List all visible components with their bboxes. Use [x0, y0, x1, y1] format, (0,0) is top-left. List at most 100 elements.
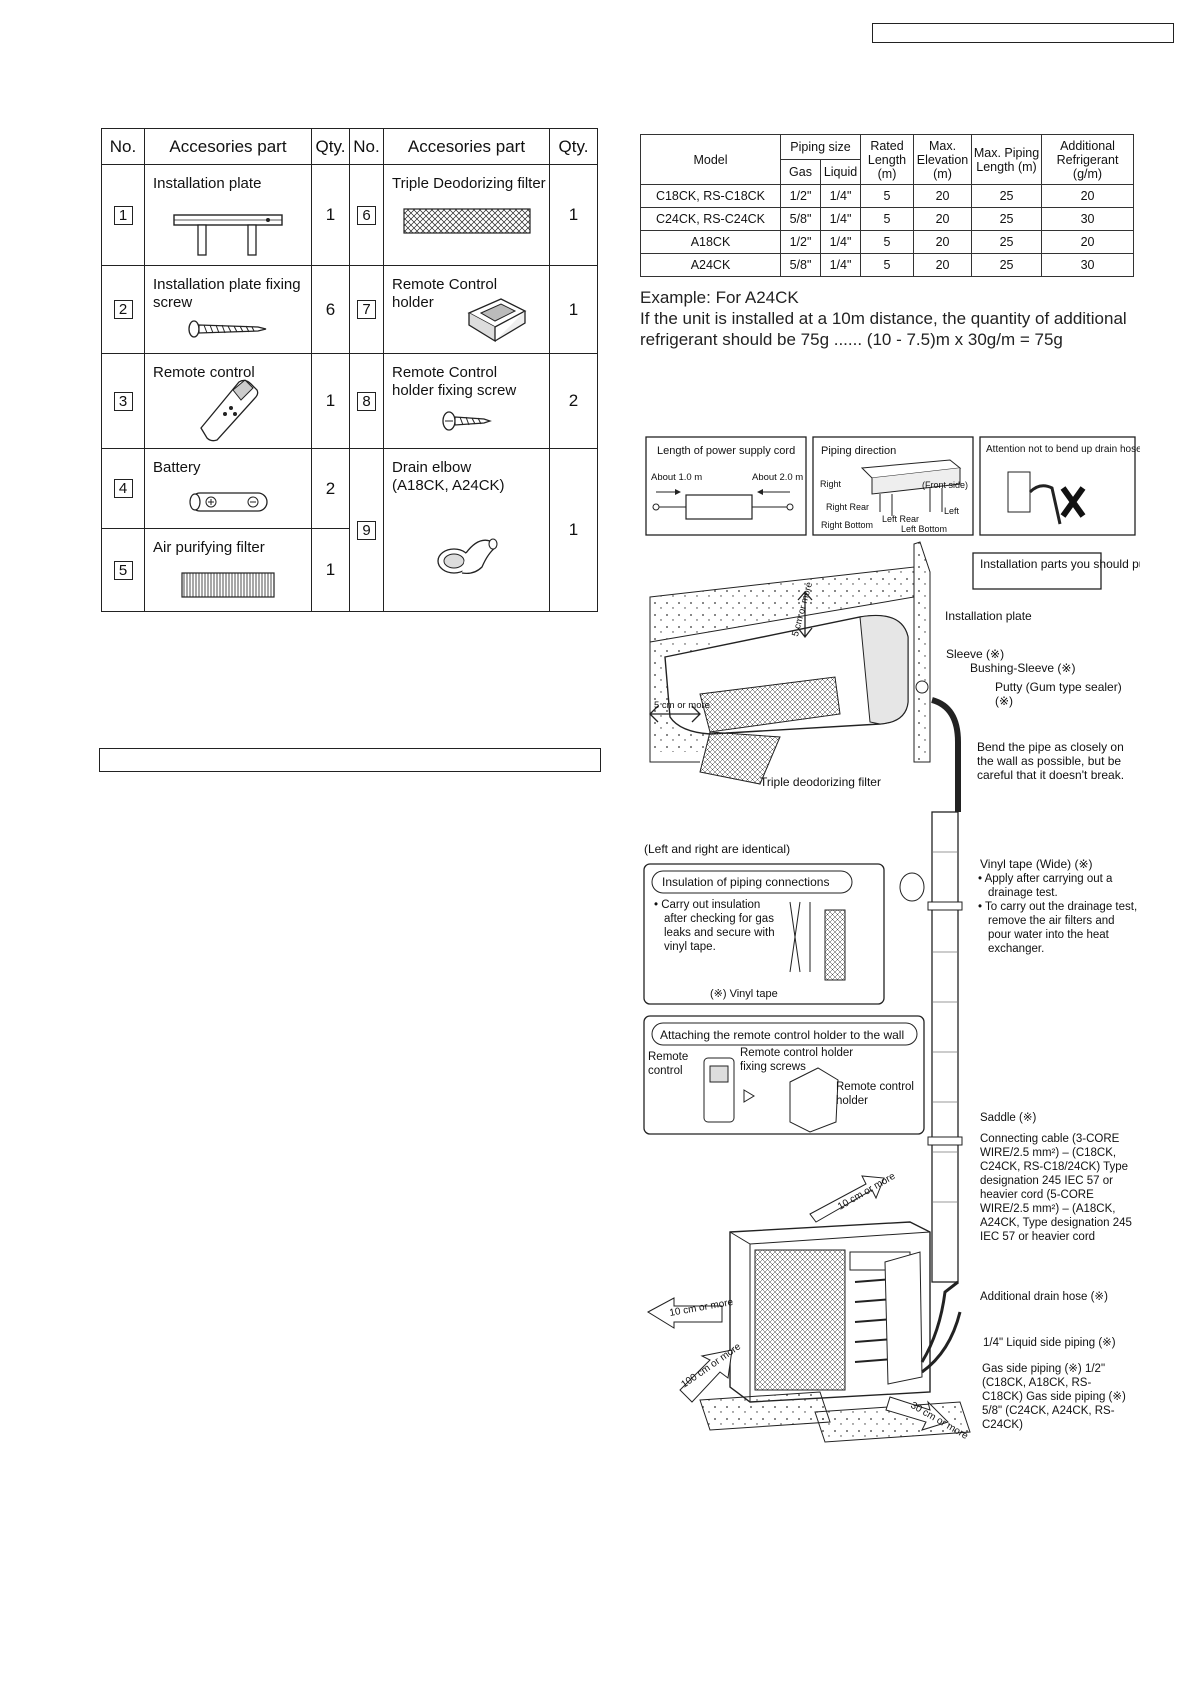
model-cell: C18CK, RS-C18CK: [640, 184, 781, 208]
value-cell: 1/4": [819, 253, 862, 277]
remote-holder-icon: [467, 298, 527, 343]
value-cell: 1/2": [780, 184, 821, 208]
vertical-pipe: [899, 697, 963, 1283]
clearance-arrow-top: 10 cm or more: [809, 1171, 898, 1223]
col-max-piping-length: Max. Piping Length (m): [971, 134, 1043, 185]
piping-direction-box: Piping direction Right (Front side) Righ…: [812, 436, 974, 536]
value-cell: 1/2": [780, 230, 821, 254]
drain-elbow-icon: [436, 538, 498, 575]
accessories-table: No. Accesories part Qty. No. Accesories …: [101, 128, 598, 612]
table-row: 1 Installation plate 1 6 Triple Deodoriz…: [101, 164, 598, 266]
value-cell: 25: [971, 207, 1043, 231]
table-row: 5 Air purifying filter 1: [101, 528, 598, 612]
example-line: If the unit is installed at a 10m distan…: [640, 309, 1127, 328]
liquid-piping-label: 1/4" Liquid side piping (※): [983, 1337, 1116, 1349]
accessories-header-row: No. Accesories part Qty. No. Accesories …: [101, 128, 598, 165]
value-cell: 1/4": [819, 230, 862, 254]
item-part: Remote Control holder: [383, 265, 550, 354]
right-bottom-label: Right Bottom: [821, 520, 873, 530]
value-cell: 5/8": [780, 207, 821, 231]
vinyl-tape-wide-label: Vinyl tape (Wide) (※): [980, 857, 1093, 871]
small-screw-icon: [441, 411, 492, 431]
battery-icon: [189, 492, 268, 512]
item-qty: 6: [311, 265, 350, 354]
left-rear-label: Left Rear: [882, 514, 919, 524]
header-box: [872, 23, 1174, 43]
model-cell: C24CK, RS-C24CK: [640, 207, 781, 231]
attention-label: Attention not to bend up drain hose: [986, 444, 1140, 455]
value-cell: 1/4": [819, 184, 862, 208]
col-qty: Qty.: [549, 128, 598, 165]
item-part: Drain elbow (A18CK, A24CK): [383, 448, 550, 612]
col-piping-size: Piping size: [779, 134, 862, 160]
installation-plate-icon: [173, 214, 283, 256]
col-no: No.: [349, 128, 384, 165]
purchase-label: Installation parts you should purchase (…: [980, 557, 1140, 571]
additional-drain-label: Additional drain hose (※): [980, 1291, 1108, 1303]
about-1m-label: About 1.0 m: [651, 472, 702, 483]
item-qty: 1: [311, 353, 350, 449]
item-part: Triple Deodorizing filter: [383, 164, 550, 266]
item-qty: 1: [549, 265, 598, 354]
col-part: Accesories part: [144, 128, 312, 165]
item-part: Battery: [144, 448, 312, 529]
col-liquid: Liquid: [819, 159, 862, 185]
item-qty: 1: [311, 164, 350, 266]
col-qty: Qty.: [311, 128, 350, 165]
saddle-label: Saddle (※): [980, 1112, 1036, 1124]
col-gas: Gas: [780, 159, 821, 185]
item-number: 4: [101, 448, 145, 529]
screw-icon: [188, 320, 267, 338]
table-row: 2 Installation plate fixing screw 6 7 Re…: [101, 265, 598, 354]
example-text: Example: For A24CK If the unit is instal…: [640, 287, 1127, 350]
col-rated-length: Rated Length (m): [860, 134, 915, 185]
model-cell: A24CK: [640, 253, 781, 277]
item-number: 7: [349, 265, 384, 354]
insulation-box: (Left and right are identical) Insulatio…: [643, 842, 885, 1005]
left-bottom-label: Left Bottom: [901, 524, 947, 534]
air-filter-icon: [181, 572, 275, 598]
triple-filter-label: Triple deodorizing filter: [760, 775, 881, 789]
value-cell: 25: [971, 230, 1043, 254]
model-subheader-row: Gas Liquid: [641, 159, 1134, 185]
item-number: 2: [101, 265, 145, 354]
outdoor-unit-drawing: [699, 1221, 971, 1443]
item-qty: 2: [549, 353, 598, 449]
putty-label: Putty (Gum type sealer) (※): [995, 680, 1122, 708]
value-cell: 25: [971, 184, 1043, 208]
item-number: 5: [101, 528, 145, 612]
piping-direction-title: Piping direction: [821, 445, 896, 457]
item-part: Air purifying filter: [144, 528, 312, 612]
attach-title: Attaching the remote control holder to t…: [660, 1028, 904, 1042]
item-qty: 2: [311, 448, 350, 529]
col-additional-refrigerant: Additional Refrigerant (g/m): [1041, 134, 1135, 185]
left-label: Left: [944, 506, 960, 516]
clearance-arrow-left: 10 cm or more: [646, 1297, 734, 1329]
power-cord-box: Length of power supply cord About 1.0 m …: [645, 436, 807, 536]
installation-diagram: Length of power supply cord About 1.0 m …: [643, 436, 1140, 1443]
vinyl-tape-notes: • Apply after carrying out a drainage te…: [978, 873, 1138, 955]
attach-remote-box: Attaching the remote control holder to t…: [643, 1015, 925, 1135]
left-right-identical-label: (Left and right are identical): [644, 842, 790, 856]
item-qty: 1: [311, 528, 350, 612]
col-max-elevation: Max. Elevation (m): [913, 134, 973, 185]
item-number: 8: [349, 353, 384, 449]
bend-pipe-label: Bend the pipe as closely on the wall as …: [977, 740, 1125, 782]
drain-hose-warning-box: Attention not to bend up drain hose: [979, 436, 1140, 536]
item-number: 1: [101, 164, 145, 266]
about-2m-label: About 2.0 m: [752, 472, 803, 483]
value-cell: 30: [1041, 207, 1135, 231]
right-label: Right: [820, 479, 842, 489]
col-model: Model: [640, 134, 781, 185]
item-part: Remote Control holder fixing screw: [383, 353, 550, 449]
item-number: 9: [349, 448, 384, 612]
value-cell: 5: [860, 230, 915, 254]
value-cell: 30: [1041, 253, 1135, 277]
value-cell: 5: [860, 207, 915, 231]
gas-piping-label: Gas side piping (※) 1/2" (C18CK, A18CK, …: [982, 1363, 1126, 1431]
